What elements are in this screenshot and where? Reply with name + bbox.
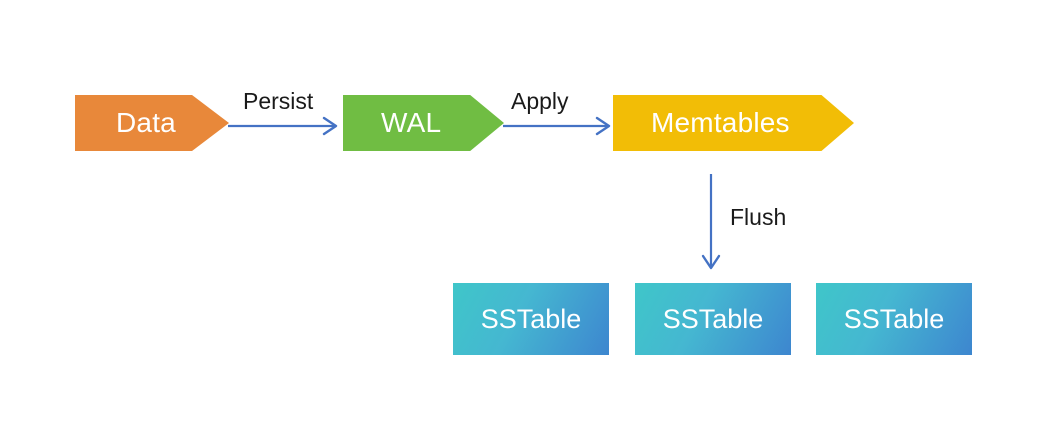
edge-label-apply: Apply <box>511 88 569 114</box>
node-memtables-label: Memtables <box>651 107 790 138</box>
node-wal[interactable]: WAL <box>343 95 504 151</box>
node-wal-label: WAL <box>381 107 442 138</box>
node-sstable-3[interactable]: SSTable <box>816 283 972 355</box>
node-sstable-2-label: SSTable <box>662 303 764 334</box>
node-data[interactable]: Data <box>75 95 229 151</box>
node-sstable-2[interactable]: SSTable <box>635 283 791 355</box>
node-memtables[interactable]: Memtables <box>613 95 854 151</box>
edge-flush-arrow <box>701 174 721 270</box>
node-data-label: Data <box>116 107 176 138</box>
node-sstable-1-label: SSTable <box>480 303 582 334</box>
edge-label-persist: Persist <box>243 88 314 114</box>
node-sstable-3-label: SSTable <box>843 303 945 334</box>
node-sstable-1[interactable]: SSTable <box>453 283 609 355</box>
edge-label-flush: Flush <box>730 204 787 230</box>
